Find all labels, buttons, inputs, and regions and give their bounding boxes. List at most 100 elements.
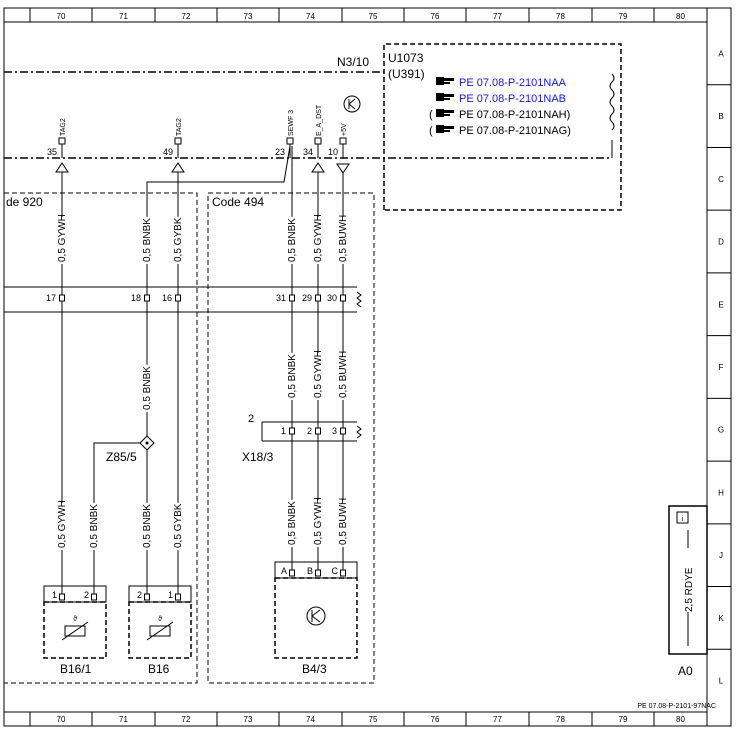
connector-pin-socket (315, 427, 321, 435)
transistor-emitter (348, 103, 356, 110)
wire-label: 0,5 GYWH (313, 350, 324, 398)
wire-label: 0,5 BNBK (142, 218, 153, 262)
connector-pin-number: 3 (332, 426, 337, 436)
column-label-top: 78 (556, 12, 565, 21)
signal-in-arrow-icon (336, 163, 350, 174)
theta-symbol: ϑ (158, 616, 162, 623)
frame-border (3, 7, 732, 727)
separation-pin-socket (289, 294, 295, 302)
column-label-bottom: 73 (244, 715, 253, 724)
separation-break-icon (356, 291, 362, 308)
row-label: E (718, 300, 723, 309)
document-id: PE 07.08-P-2101-97NAC (637, 703, 716, 710)
connector-pin-socket (289, 427, 295, 435)
column-label-top: 79 (619, 12, 628, 21)
wire-label: 0,5 GYWH (57, 214, 68, 262)
pin-number: 49 (163, 147, 173, 157)
row-label: C (718, 175, 724, 184)
wire-label: 0,5 BNBK (142, 504, 153, 548)
ground-a0: i 2,5 RDYE A0 (668, 505, 708, 678)
code-494-label: Code 494 (212, 195, 264, 209)
pin-signal-name: SEWF 3 (288, 110, 295, 136)
transistor-icon (306, 606, 326, 626)
ref-open-paren: ( (429, 109, 433, 121)
wire-labels: 0,5 GYWH 0,5 BNBK 0,5 GYBK 0,5 BNBK 0,5 GYWH… (54, 214, 349, 550)
connector-pin-socket (340, 427, 346, 435)
column-label-bottom: 70 (57, 715, 66, 724)
separation-pin-socket (59, 294, 65, 302)
splice-name: Z85/5 (106, 450, 137, 464)
signal-out-arrow-icon (311, 162, 325, 173)
row-label: H (718, 488, 724, 497)
b16-name: B16 (148, 662, 170, 676)
b16-1-housing (43, 601, 107, 659)
connector-pin-number: 1 (281, 426, 286, 436)
sensor-pin-socket (315, 569, 321, 577)
module-name: N3/10 (337, 55, 369, 69)
pin-signal-name: +5V (341, 123, 348, 136)
row-label: A (718, 49, 724, 58)
thermistor-arrow (61, 621, 89, 641)
ref-link[interactable]: PE 07.08-P-2101NAG) (459, 125, 571, 137)
pin-number: 35 (47, 147, 57, 157)
separation-pin-number: 18 (131, 293, 141, 303)
module-code-alt: (U391) (388, 67, 425, 81)
sensor-pin-label: C (332, 566, 339, 576)
pin-signal-name: TAG2 (176, 118, 183, 136)
pin-markers (55, 162, 350, 174)
column-label-bottom: 74 (306, 715, 315, 724)
row-label: J (719, 551, 723, 560)
sensor-pin-socket (59, 593, 65, 601)
column-label-bottom: 75 (369, 715, 378, 724)
wire-label: 0,5 BNBK (89, 504, 100, 548)
ref-link[interactable]: PE 07.08-P-2101NAH) (459, 109, 570, 121)
connector-pins: 1 2 3 (281, 426, 346, 436)
column-label-bottom: 71 (119, 715, 128, 724)
code-494-box (207, 192, 375, 684)
b4-3-housing (274, 577, 358, 659)
column-label-top: 76 (431, 12, 440, 21)
separation-pin-socket (144, 294, 150, 302)
sensor-pin-socket (289, 569, 295, 577)
pointing-hand-icon (436, 77, 454, 85)
connector-pin-number: 2 (307, 426, 312, 436)
transistor-icon (343, 95, 361, 113)
info-icon (676, 511, 689, 524)
module-code: U1073 (388, 51, 424, 65)
column-label-bottom: 76 (431, 715, 440, 724)
row-label: D (718, 238, 724, 247)
sensor-b16-1: ϑ B16/1 (43, 585, 107, 676)
row-label: L (719, 677, 724, 686)
wire-label: 0,5 BNBK (287, 354, 298, 398)
row-label: B (718, 112, 723, 121)
ref-link[interactable]: PE 07.08-P-2101NAA (459, 77, 567, 89)
transistor-collector (348, 98, 356, 105)
code-920-box (4, 192, 198, 684)
row-label: F (719, 363, 724, 372)
column-labels: 7070717172727373747475757676777778787979… (57, 12, 686, 724)
transistor-emitter (311, 615, 321, 623)
connector-name: X18/3 (242, 450, 274, 464)
ground-box (668, 505, 708, 655)
ref-link[interactable]: PE 07.08-P-2101NAB (459, 93, 566, 105)
column-label-bottom: 80 (676, 715, 685, 724)
row-ticks (707, 84, 731, 650)
wire-label: 0,5 GYBK (173, 217, 184, 262)
column-label-top: 71 (119, 12, 128, 21)
pin-socket (174, 137, 182, 145)
module-code-box (383, 43, 622, 211)
separation-pin-socket (315, 294, 321, 302)
wire-label: 0,5 BNBK (142, 366, 153, 410)
sensor-pin-label: A (281, 566, 287, 576)
wire-label: 0,5 BNBK (287, 501, 298, 545)
thermistor-body (64, 625, 86, 637)
wire-label: 0,5 BUWH (338, 215, 349, 262)
column-label-top: 80 (676, 12, 685, 21)
pointing-hand-icon (436, 93, 454, 101)
thermistor-arrow (146, 621, 174, 641)
transistor-symbol (343, 95, 361, 113)
